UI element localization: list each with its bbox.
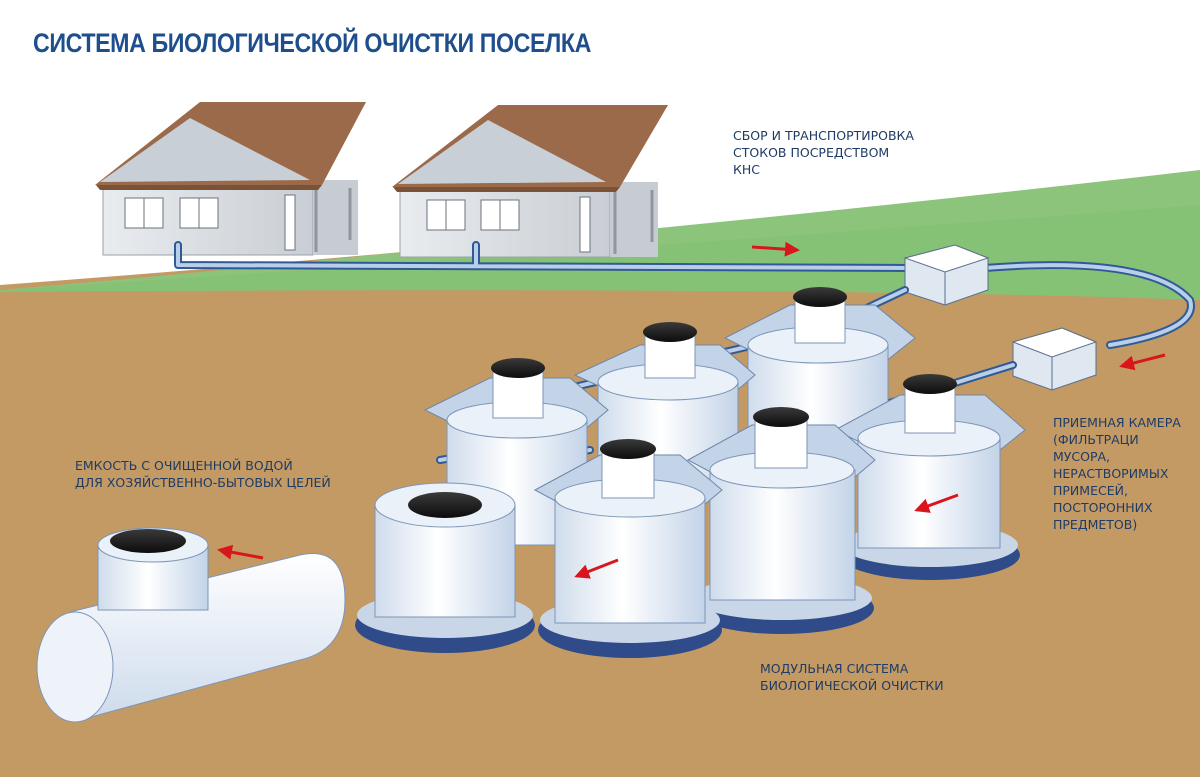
label-collection-line: СТОКОВ ПОСРЕДСТВОМ	[733, 145, 890, 160]
module-tank-4	[833, 374, 1026, 580]
label-receiving-chamber-line: МУСОРА,	[1053, 449, 1111, 464]
label-collection-line: СБОР И ТРАНСПОРТИРОВКА	[733, 128, 914, 143]
label-modular-system: МОДУЛЬНАЯ СИСТЕМА БИОЛОГИЧЕСКОЙ ОЧИСТКИ	[760, 660, 944, 694]
label-receiving-chamber-line: (ФИЛЬТРАЦИ	[1053, 432, 1139, 447]
flow-arrow-4	[574, 558, 619, 579]
house-2	[392, 105, 668, 258]
flow-arrow-3	[914, 493, 959, 513]
flow-arrow-1	[751, 241, 800, 257]
collection-pipe	[174, 241, 1195, 349]
label-receiving-chamber-line: ПРИМЕСЕЙ,	[1053, 483, 1128, 498]
receiving-chamber-box	[1011, 327, 1098, 391]
flow-arrows	[217, 241, 1166, 579]
label-collection-line: КНС	[733, 162, 761, 177]
label-receiving-chamber-line: НЕРАСТВОРИМЫХ	[1053, 466, 1169, 481]
module-tanks	[355, 287, 1026, 658]
flow-arrow-5	[217, 544, 264, 560]
label-modular-system-line: БИОЛОГИЧЕСКОЙ ОЧИСТКИ	[760, 678, 944, 693]
label-receiving-chamber-line: ПРИЕМНАЯ КАМЕРА	[1053, 415, 1181, 430]
label-clean-tank-line: ЕМКОСТЬ С ОЧИЩЕННОЙ ВОДОЙ	[75, 458, 293, 473]
module-tank-5	[686, 407, 876, 634]
module-tank-6	[533, 439, 723, 658]
module-tank-7	[355, 482, 535, 653]
label-receiving-chamber-line: ПРЕДМЕТОВ)	[1053, 517, 1138, 532]
clean-water-tank	[36, 527, 346, 723]
label-clean-tank-line: ДЛЯ ХОЗЯЙСТВЕННО-БЫТОВЫХ ЦЕЛЕЙ	[75, 475, 331, 490]
label-receiving-chamber-line: ПОСТОРОННИХ	[1053, 500, 1153, 515]
label-clean-tank: ЕМКОСТЬ С ОЧИЩЕННОЙ ВОДОЙ ДЛЯ ХОЗЯЙСТВЕН…	[75, 457, 331, 491]
label-collection: СБОР И ТРАНСПОРТИРОВКА СТОКОВ ПОСРЕДСТВО…	[733, 127, 914, 178]
house-1	[95, 102, 366, 256]
page-title: СИСТЕМА БИОЛОГИЧЕСКОЙ ОЧИСТКИ ПОСЕЛКА	[33, 28, 591, 58]
flow-arrow-2	[1119, 353, 1166, 371]
label-receiving-chamber: ПРИЕМНАЯ КАМЕРА (ФИЛЬТРАЦИ МУСОРА, НЕРАС…	[1053, 414, 1181, 533]
label-modular-system-line: МОДУЛЬНАЯ СИСТЕМА	[760, 661, 909, 676]
